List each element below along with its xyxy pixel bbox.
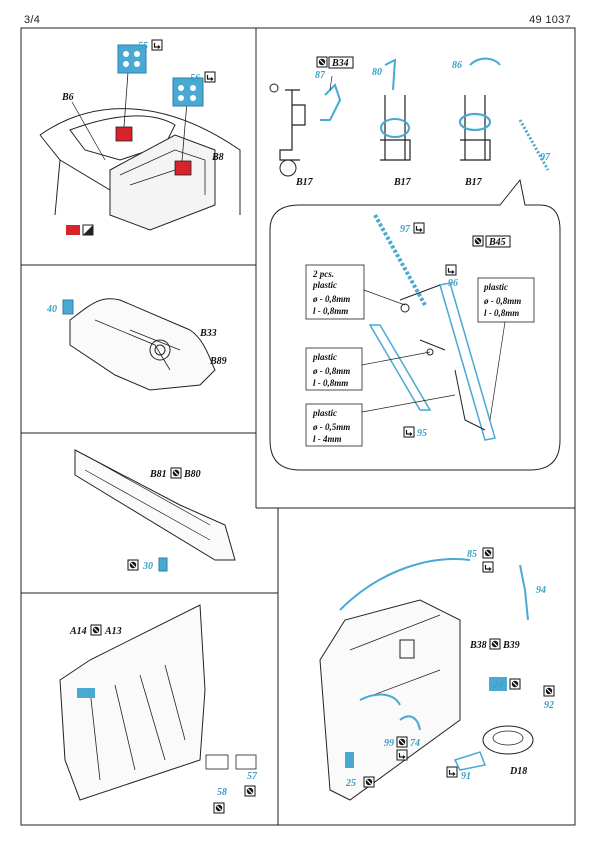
reference-box-icon [485, 235, 511, 248]
part-97-detail: 97 [400, 224, 411, 235]
paint-swatch-icon [83, 225, 93, 235]
label-b17-left: B17 [295, 177, 314, 188]
label-b8: B8 [211, 152, 224, 163]
page-number: 3/4 [24, 14, 41, 26]
label-b6: B6 [61, 92, 74, 103]
part-55: 55 [138, 41, 148, 52]
part-30: 30 [142, 561, 153, 572]
detail-bubble: 97 B45 96 95 2 pcs. plastic ø - 0,8mm l … [269, 178, 561, 471]
label-b80: B80 [183, 469, 201, 480]
remove-icon [509, 678, 521, 690]
note3-len: l - 0,8mm [313, 378, 348, 388]
label-a13: A13 [104, 626, 122, 637]
label-b89: B89 [209, 356, 227, 367]
note1-title: 2 pcs. [312, 269, 334, 279]
part-95: 95 [417, 428, 427, 439]
remove-icon [127, 559, 139, 571]
fold-arrow-icon [413, 222, 425, 234]
fold-arrow-icon [445, 264, 457, 276]
panel-bulkhead: A14 A13 57 58 [59, 604, 258, 814]
label-b39: B39 [502, 640, 520, 651]
remove-icon [90, 624, 102, 636]
part-56: 56 [190, 73, 200, 84]
part-85: 85 [467, 549, 477, 560]
fold-arrow-icon [396, 749, 408, 761]
reference-box-icon [328, 56, 354, 69]
label-b81: B81 [149, 469, 167, 480]
part-74: 74 [410, 738, 420, 749]
note4-len: l - 4mm [313, 434, 342, 444]
remove-icon [244, 785, 256, 797]
panel-cockpit-boxes: 55 56 B6 B8 [39, 39, 241, 236]
fold-arrow-icon [151, 39, 163, 51]
panel-louvre: B81 B80 30 [74, 449, 236, 572]
part-25: 25 [345, 778, 356, 789]
note3-title: plastic [312, 352, 337, 362]
label-d18: D18 [509, 766, 527, 777]
panel-hatch: 40 B33 B89 [46, 298, 227, 391]
kit-number: 49 1037 [529, 14, 571, 26]
page-frame [20, 27, 576, 826]
note2-dia: ø - 0,8mm [483, 296, 521, 306]
panel-mechanisms: 87 B34 B17 80 B17 86 97 B17 [269, 56, 551, 188]
part-80: 80 [372, 67, 382, 78]
paint-swatch-icon [66, 225, 80, 235]
part-86: 86 [452, 60, 462, 71]
label-a14: A14 [69, 626, 87, 637]
part-57: 57 [247, 771, 258, 782]
label-b38: B38 [469, 640, 487, 651]
remove-icon [170, 467, 182, 479]
remove-icon [316, 56, 328, 68]
part-92: 92 [544, 700, 554, 711]
remove-icon [489, 638, 501, 650]
part-58: 58 [217, 787, 227, 798]
fold-arrow-icon [204, 71, 216, 83]
panel-seat: 85 94 B38 B39 24 92 99 74 91 D18 25 [319, 547, 555, 801]
note2-len: l - 0,8mm [484, 308, 519, 318]
part-96: 96 [448, 278, 458, 289]
remove-icon [363, 776, 375, 788]
fold-arrow-icon [482, 561, 494, 573]
part-40: 40 [46, 304, 57, 315]
label-b17-right: B17 [464, 177, 483, 188]
remove-icon [472, 235, 484, 247]
note1-sub: plastic [312, 280, 337, 290]
label-b33: B33 [199, 328, 217, 339]
part-97-top: 97 [540, 152, 551, 163]
remove-icon [482, 547, 494, 559]
label-b17-mid: B17 [393, 177, 412, 188]
part-91: 91 [461, 771, 471, 782]
note1-dia: ø - 0,8mm [312, 294, 350, 304]
note3-dia: ø - 0,8mm [312, 366, 350, 376]
note4-title: plastic [312, 408, 337, 418]
part-94: 94 [536, 585, 546, 596]
remove-icon [213, 802, 225, 814]
note2-title: plastic [483, 282, 508, 292]
part-99: 99 [384, 738, 394, 749]
remove-icon [396, 736, 408, 748]
fold-arrow-icon [446, 766, 458, 778]
part-24: 24 [492, 680, 503, 691]
ref-b34: B34 [331, 58, 349, 69]
fold-arrow-icon [403, 426, 415, 438]
part-87: 87 [315, 70, 326, 81]
note4-dia: ø - 0,5mm [312, 422, 350, 432]
remove-icon [543, 685, 555, 697]
ref-b45: B45 [488, 237, 506, 248]
note1-len: l - 0,8mm [313, 306, 348, 316]
